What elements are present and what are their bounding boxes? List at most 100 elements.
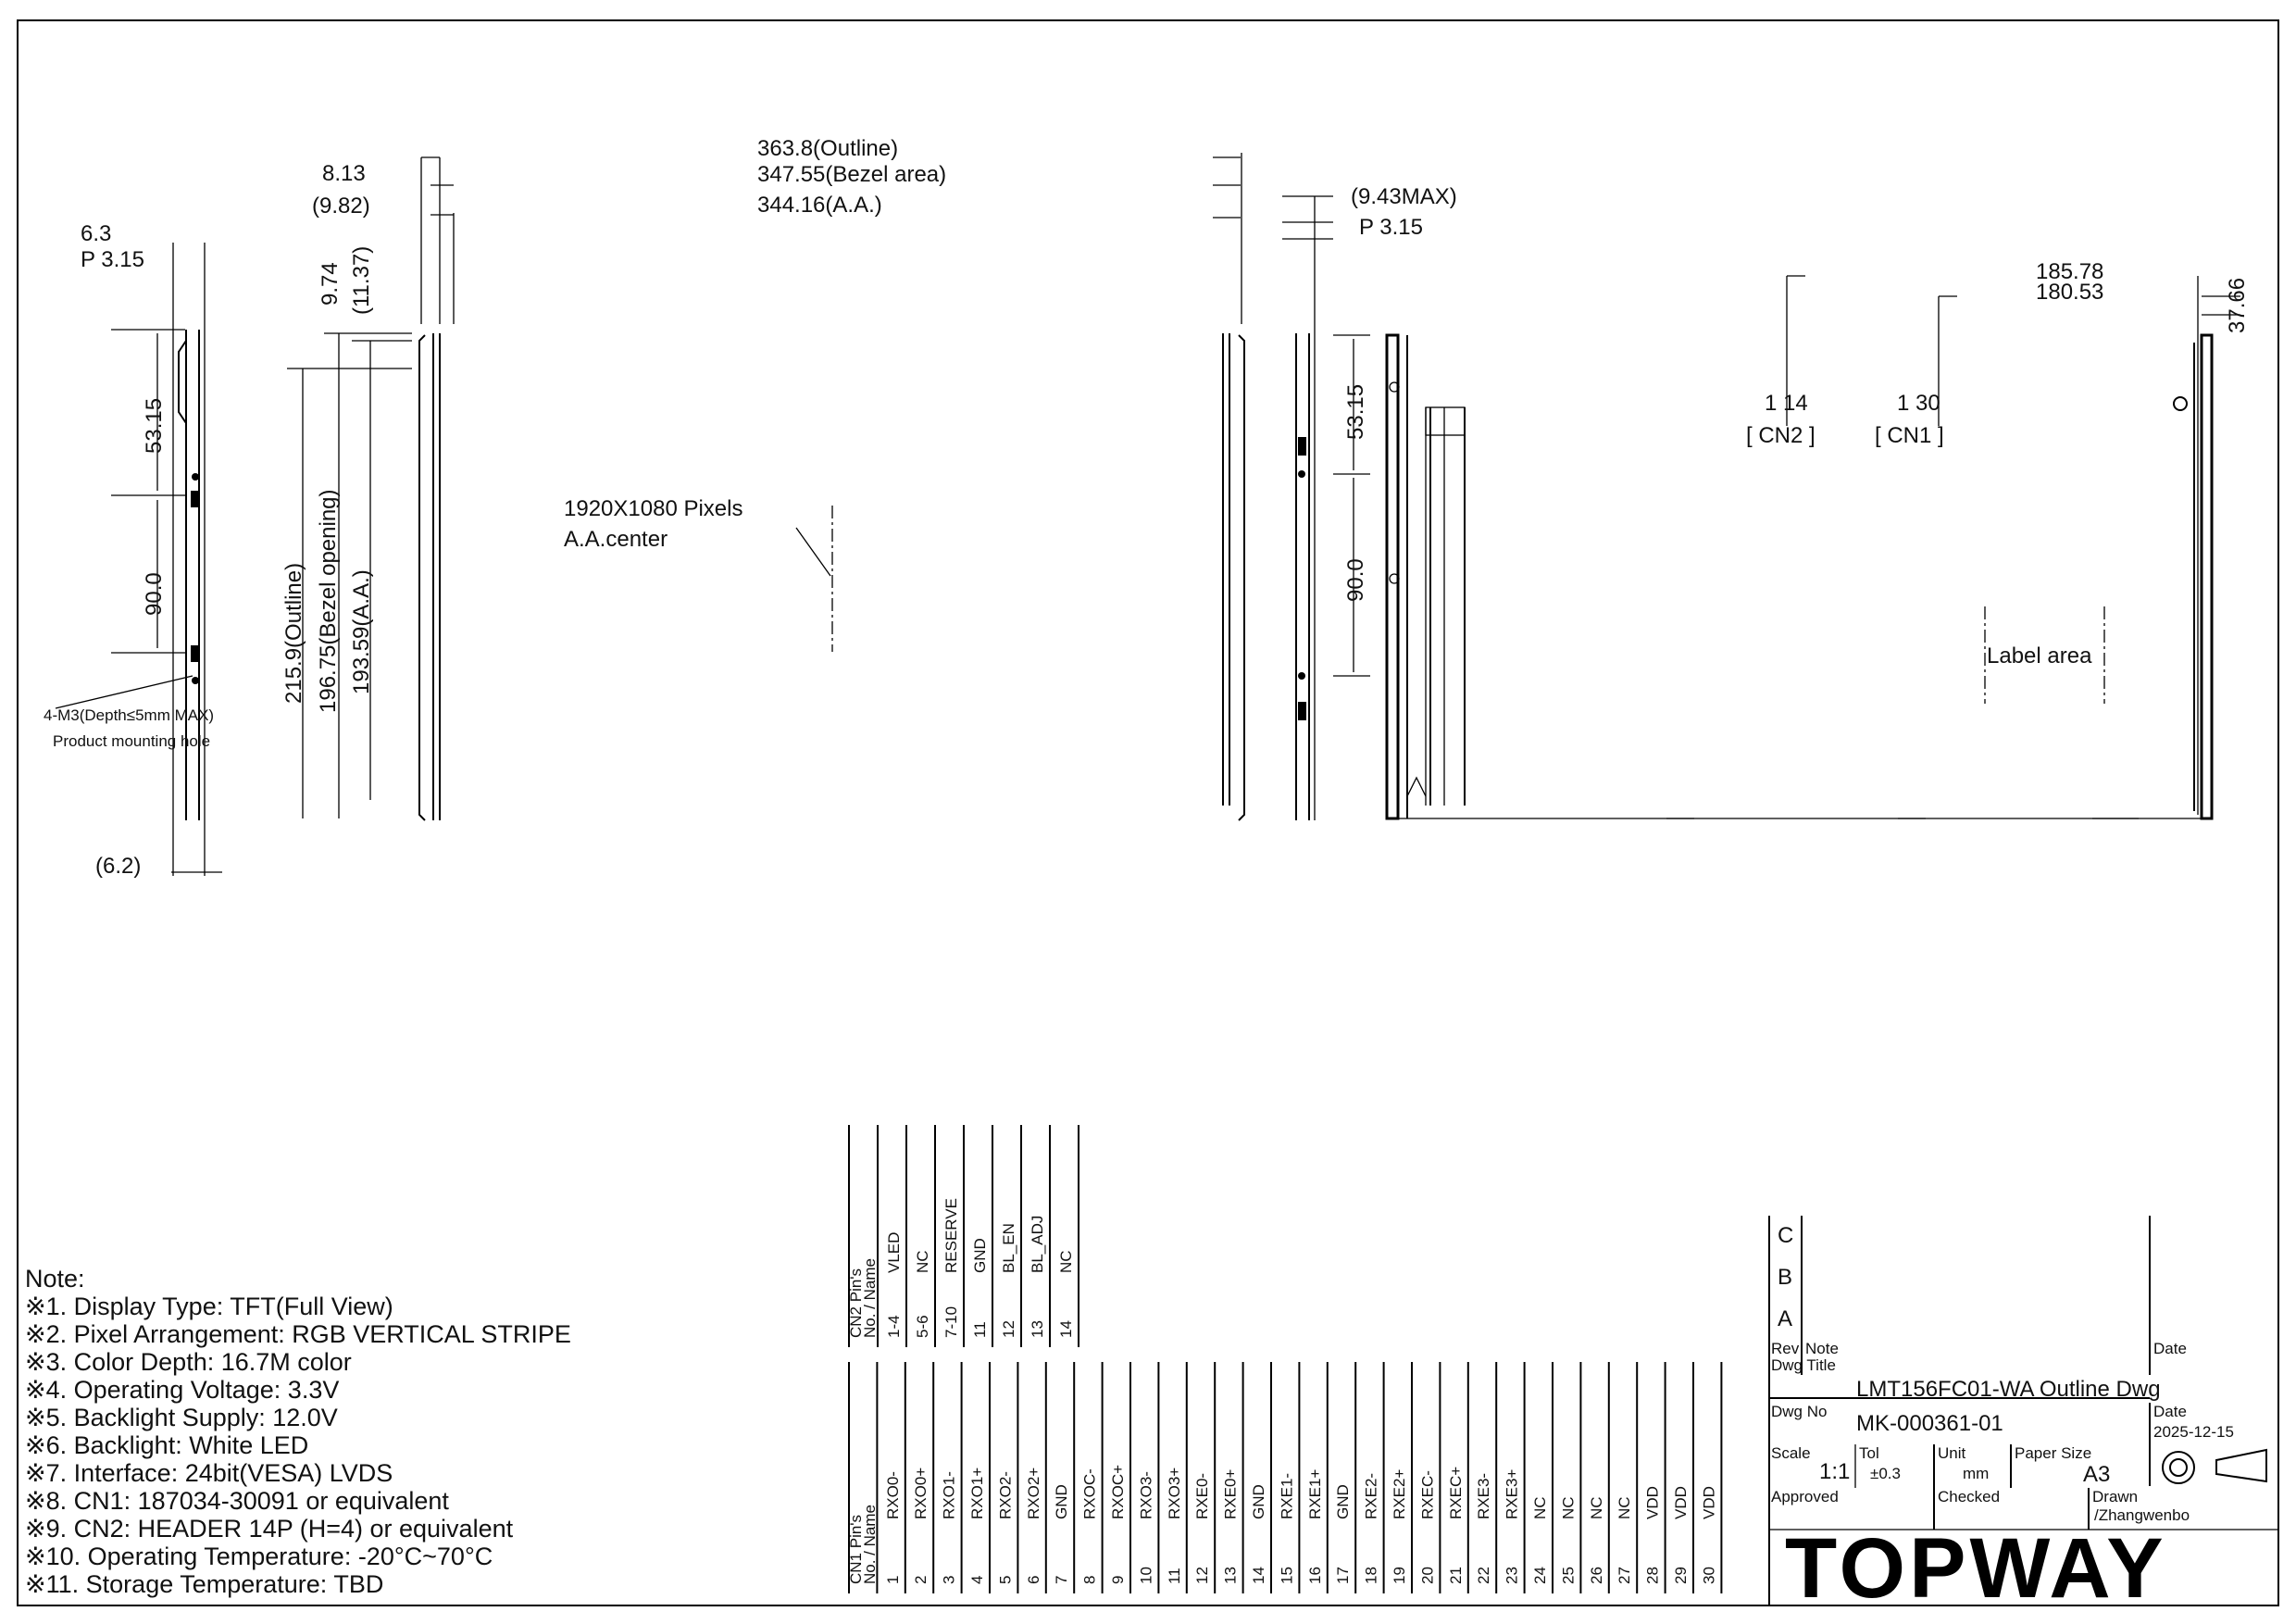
pin-name: RXE3+ xyxy=(1504,1469,1521,1519)
unit-value: mm xyxy=(1963,1465,1989,1482)
note-item: ※3. Color Depth: 16.7M color xyxy=(25,1348,352,1376)
rev-label: Rev xyxy=(1771,1340,1800,1357)
pin-name: RXO3+ xyxy=(1166,1468,1183,1519)
dim-width-outline: 363.8(Outline) xyxy=(757,136,898,161)
pin-name: NC xyxy=(1559,1496,1577,1519)
pin-name: RXO1- xyxy=(941,1471,958,1519)
note-label: Note xyxy=(1805,1340,1839,1357)
label-area: Label area xyxy=(1987,643,2092,668)
dim-right-hole-lower: 90.0 xyxy=(1343,558,1368,602)
mount-hole-label: Product mounting hole xyxy=(53,732,210,750)
date-label-2: Date xyxy=(2153,1403,2187,1420)
projection-symbol-icon xyxy=(2162,1448,2267,1484)
pin-number: 4 xyxy=(968,1576,986,1584)
cn2-label: [ CN2 ] xyxy=(1746,423,1816,448)
pin-name: GND xyxy=(1250,1484,1267,1519)
pin-name: RXEC- xyxy=(1418,1470,1436,1519)
table-header-no: CN2 Pin's xyxy=(847,1268,865,1338)
revision-c: C xyxy=(1778,1223,1793,1248)
dim-side-thickness: 6.3 xyxy=(81,221,111,246)
pin-number: 18 xyxy=(1363,1567,1380,1584)
pin-name: BL_ADJ xyxy=(1029,1216,1046,1273)
dim-side-bottom: (6.2) xyxy=(95,854,141,879)
pin-number: 20 xyxy=(1418,1567,1436,1584)
note-item: ※10. Operating Temperature: -20°C~70°C xyxy=(25,1543,493,1570)
scale-label: Scale xyxy=(1771,1444,1811,1462)
pin-name: RXE0- xyxy=(1193,1473,1211,1519)
checked-label: Checked xyxy=(1938,1488,2000,1505)
note-item: ※6. Backlight: White LED xyxy=(25,1431,308,1459)
pin-number: 14 xyxy=(1057,1320,1075,1338)
cn2-pin-numbers: 1 14 xyxy=(1765,391,1808,416)
pin-name: RXO1+ xyxy=(968,1468,986,1519)
pin-number: 8 xyxy=(1081,1576,1099,1584)
pin-name: GND xyxy=(971,1238,989,1273)
table-header-no: CN1 Pin's xyxy=(847,1515,865,1584)
pin-number: 5 xyxy=(996,1576,1014,1584)
pin-number: 10 xyxy=(1137,1567,1154,1584)
dim-right-pitch: P 3.15 xyxy=(1359,215,1423,240)
note-item: ※5. Backlight Supply: 12.0V xyxy=(25,1404,338,1431)
pin-name: RXO3- xyxy=(1137,1471,1154,1519)
pin-number: 30 xyxy=(1700,1567,1717,1584)
mount-hole-spec: 4-M3(Depth≤5mm MAX) xyxy=(44,706,214,724)
dimension-labels: 6.3 P 3.15 (6.2) 53.15 90.0 4-M3(Depth≤5… xyxy=(44,136,2250,879)
pin-number: 11 xyxy=(971,1321,989,1338)
pin-number: 23 xyxy=(1504,1567,1521,1584)
note-item: ※2. Pixel Arrangement: RGB VERTICAL STRI… xyxy=(25,1320,571,1348)
paper-size-label: Paper Size xyxy=(2015,1444,2091,1462)
resolution-label: 1920X1080 Pixels xyxy=(564,496,742,521)
note-item: ※1. Display Type: TFT(Full View) xyxy=(25,1293,393,1320)
date-label: Date xyxy=(2153,1340,2187,1357)
pin-number: 16 xyxy=(1306,1567,1324,1584)
pin-name: RXE1+ xyxy=(1306,1469,1324,1519)
pin-name: NC xyxy=(1531,1496,1549,1519)
dim-right-hole-upper: 53.15 xyxy=(1343,384,1368,440)
right-side-view xyxy=(1213,153,1370,821)
pin-number: 19 xyxy=(1391,1567,1408,1584)
pin-name: GND xyxy=(1053,1484,1070,1519)
drawing-date: 2025-12-15 xyxy=(2153,1423,2234,1441)
pin-name: RESERVE xyxy=(942,1198,960,1273)
drawn-by: /Zhangwenbo xyxy=(2094,1506,2190,1524)
dim-rear-3: 37.66 xyxy=(2225,278,2250,333)
pin-name: RXO2+ xyxy=(1025,1468,1042,1519)
pin-name: NC xyxy=(1057,1250,1075,1273)
note-item: ※7. Interface: 24bit(VESA) LVDS xyxy=(25,1459,393,1487)
pin-number: 13 xyxy=(1222,1567,1240,1584)
pin-name: RXE1- xyxy=(1278,1473,1295,1519)
table-header-name: No. / Name xyxy=(861,1505,879,1584)
pin-number: 1-4 xyxy=(885,1315,903,1338)
table-header-name: No. / Name xyxy=(861,1258,879,1338)
pin-number: 26 xyxy=(1588,1567,1605,1584)
note-item: ※11. Storage Temperature: TBD xyxy=(25,1570,383,1598)
pin-number: 1 xyxy=(884,1576,902,1584)
pin-number: 29 xyxy=(1672,1567,1690,1584)
pin-name: RXO2- xyxy=(996,1471,1014,1519)
rear-view xyxy=(1385,275,2240,820)
topway-logo: TOPWAY xyxy=(1785,1521,2167,1616)
dwg-title-label: Dwg Title xyxy=(1771,1356,1836,1374)
left-side-view xyxy=(55,243,222,876)
pin-name: RXOC- xyxy=(1081,1468,1099,1519)
approved-label: Approved xyxy=(1771,1488,1839,1505)
pin-name: NC xyxy=(914,1250,931,1273)
pin-name: NC xyxy=(1616,1496,1633,1519)
pin-name: RXE2- xyxy=(1363,1473,1380,1519)
pin-name: BL_EN xyxy=(1000,1223,1017,1273)
pin-number: 27 xyxy=(1616,1567,1633,1584)
dim-width-aa: 344.16(A.A.) xyxy=(757,193,882,218)
dim-right-thickness: (9.43MAX) xyxy=(1351,184,1457,209)
dim-width-bezel: 347.55(Bezel area) xyxy=(757,162,946,187)
top-side-view xyxy=(287,156,455,821)
tol-value: ±0.3 xyxy=(1870,1465,1901,1482)
pin-name: RXE2+ xyxy=(1391,1469,1408,1519)
pin-number: 3 xyxy=(941,1576,958,1584)
dim-hole-upper: 53.15 xyxy=(142,398,167,454)
aa-center-label: A.A.center xyxy=(564,527,668,552)
dim-height-outline: 215.9(Outline) xyxy=(281,563,306,704)
pin-number: 24 xyxy=(1531,1567,1549,1584)
